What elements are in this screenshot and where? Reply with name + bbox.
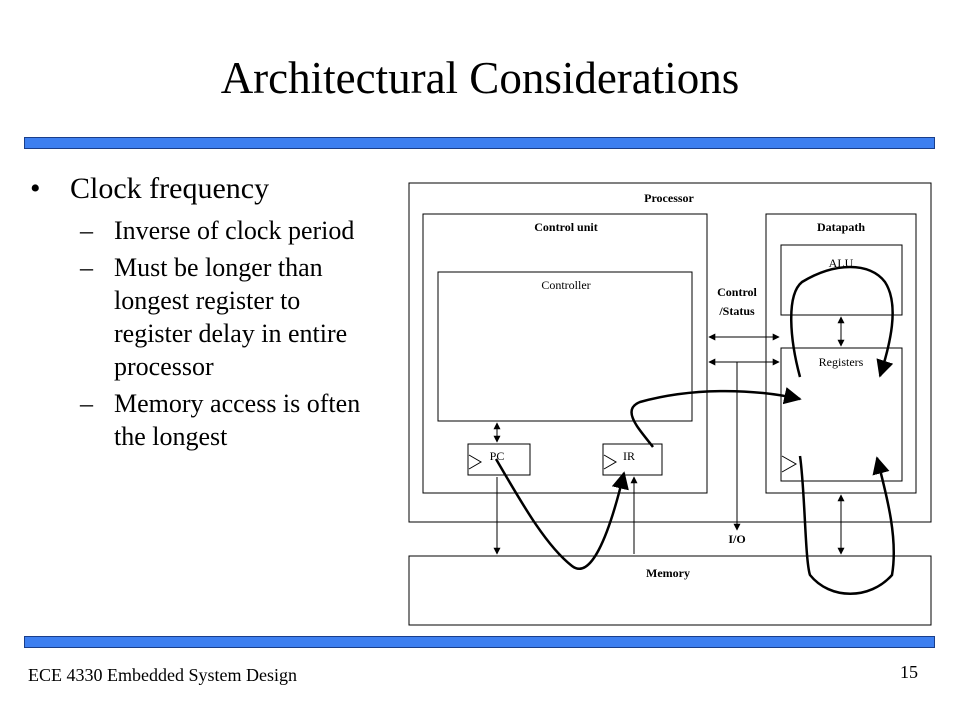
page-number: 15 bbox=[900, 662, 918, 682]
processor-box bbox=[408, 182, 932, 523]
datapath-box bbox=[765, 213, 917, 494]
sub-bullet-2: – Must be longer than longest register t… bbox=[30, 251, 380, 383]
sub-bullet-text: Inverse of clock period bbox=[114, 216, 355, 245]
pc-to-ir-critical-path bbox=[494, 458, 629, 570]
bullet-list: • Clock frequency – Inverse of clock per… bbox=[30, 168, 380, 453]
datapath-label: Datapath bbox=[817, 220, 865, 234]
io-label: I/O bbox=[728, 532, 745, 546]
pc-box bbox=[467, 443, 531, 476]
bullet-dot: • bbox=[30, 172, 41, 205]
controller-label: Controller bbox=[541, 278, 590, 292]
controller-box bbox=[437, 271, 693, 422]
sub-bullet-text: Memory access is often the longest bbox=[114, 389, 361, 451]
registers-label: Registers bbox=[819, 355, 864, 369]
sub-bullet-dash: – bbox=[80, 389, 93, 418]
footer-course: ECE 4330 Embedded System Design bbox=[28, 665, 297, 685]
processor-label: Processor bbox=[644, 191, 694, 205]
memory-box bbox=[408, 555, 932, 626]
memory-label: Memory bbox=[646, 566, 690, 580]
memory-loop-critical-path bbox=[798, 455, 896, 595]
registers-clock-icon bbox=[781, 455, 798, 473]
ir-to-registers-critical-path bbox=[630, 387, 802, 448]
bottom-divider bbox=[24, 636, 935, 648]
control-status-label-1: Control bbox=[717, 285, 757, 299]
control-status-label-2: /Status bbox=[718, 304, 755, 318]
top-divider bbox=[24, 137, 935, 149]
pc-clock-icon bbox=[468, 454, 482, 470]
ir-clock-icon bbox=[603, 454, 617, 470]
ir-label: IR bbox=[623, 449, 635, 463]
sub-bullet-1: – Inverse of clock period bbox=[30, 214, 380, 247]
sub-bullet-dash: – bbox=[80, 216, 93, 245]
registers-box bbox=[780, 347, 903, 482]
ir-box bbox=[602, 443, 663, 476]
sub-bullet-dash: – bbox=[80, 253, 93, 282]
control-unit-box bbox=[422, 213, 708, 494]
sub-bullet-3: – Memory access is often the longest bbox=[30, 387, 380, 453]
sub-bullet-text: Must be longer than longest register to … bbox=[114, 253, 348, 381]
bullet-main: • Clock frequency bbox=[30, 168, 380, 210]
bullet-main-text: Clock frequency bbox=[70, 172, 270, 205]
alu-box bbox=[780, 244, 903, 316]
alu-loop-critical-path bbox=[790, 265, 894, 378]
slide-title: Architectural Considerations bbox=[220, 53, 740, 103]
control-unit-label: Control unit bbox=[534, 220, 597, 234]
pc-label: PC bbox=[490, 449, 505, 463]
